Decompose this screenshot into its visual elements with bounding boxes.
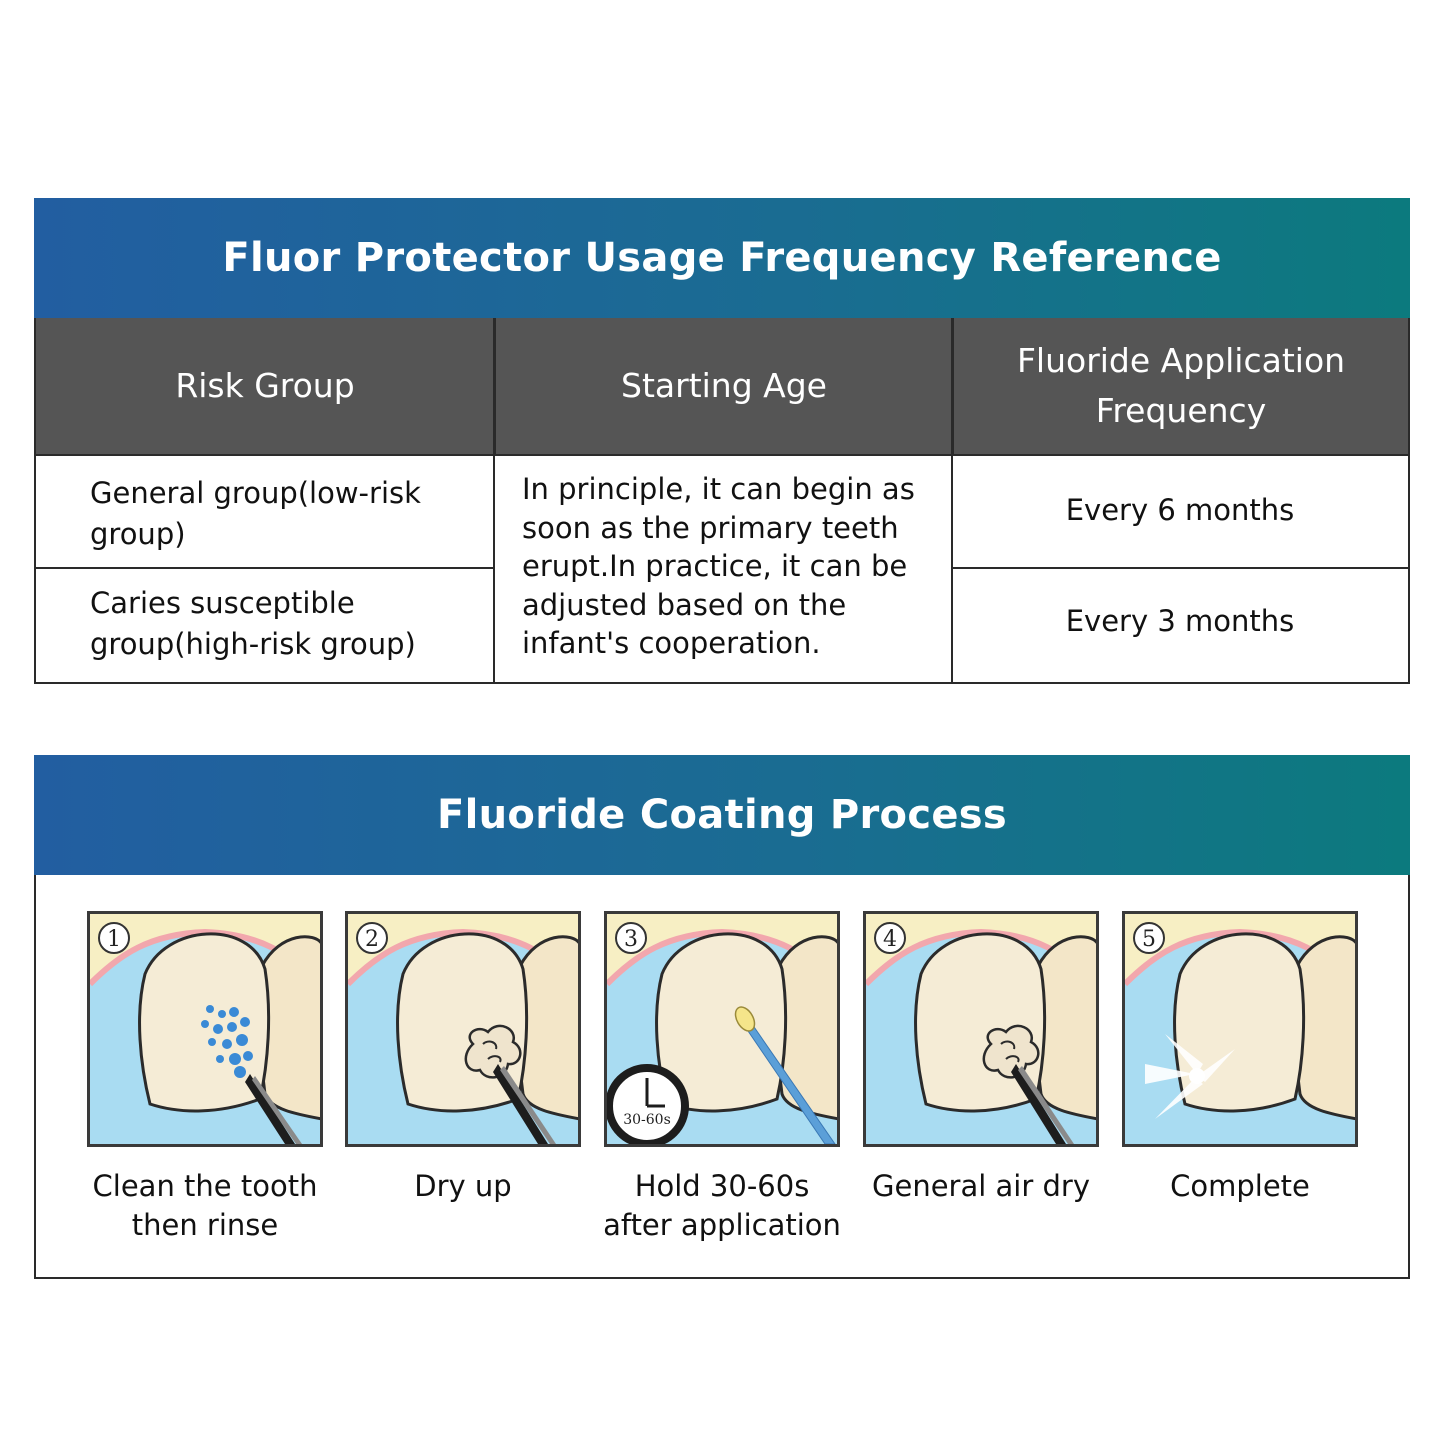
step-number-badge: 3 [615, 922, 647, 954]
step-3-illustration: 30-60s 3 [604, 911, 840, 1147]
svg-text:1: 1 [107, 927, 121, 952]
step-4-caption: General air dry [872, 1169, 1090, 1203]
step-2-caption: Dry up [414, 1169, 512, 1203]
timer-icon: 30-60s [607, 1064, 689, 1144]
step-1-illustration: 1 [87, 911, 323, 1147]
svg-text:2: 2 [365, 927, 379, 952]
step-5-illustration: 5 [1122, 911, 1358, 1147]
coating-process-title: Fluoride Coating Process [437, 792, 1007, 838]
starting-age-text: In principle, it can begin as soon as th… [522, 472, 915, 660]
row-divider [36, 567, 494, 569]
row-general-risk-group: General group(low-risk group) [90, 476, 421, 551]
step-4-illustration: 4 [863, 911, 1099, 1147]
svg-text:30-60s: 30-60s [623, 1112, 671, 1128]
usage-frequency-table: Risk Group Starting Age Fluoride Applica… [34, 318, 1410, 684]
row-divider [952, 567, 1408, 569]
sparkle-icon [1145, 1034, 1235, 1119]
process-step-4: 4 General air dry [863, 911, 1099, 1206]
svg-text:5: 5 [1142, 927, 1156, 952]
svg-text:4: 4 [883, 927, 897, 952]
row-general-frequency: Every 6 months [1065, 493, 1295, 527]
step-1-caption: Clean the tooth then rinse [92, 1169, 318, 1242]
column-divider [493, 318, 495, 682]
step-number-badge: 5 [1133, 922, 1165, 954]
coating-process-steps: 1 Clean the tooth then rinse 2 [34, 875, 1410, 1279]
row-caries-risk-group: Caries susceptible group(high-risk group… [90, 586, 416, 661]
step-number-badge: 2 [356, 922, 388, 954]
header-divider [36, 454, 1408, 456]
step-5-caption: Complete [1170, 1169, 1310, 1203]
step-number-badge: 4 [874, 922, 906, 954]
row-caries-frequency: Every 3 months [1065, 604, 1295, 638]
coating-process-title-banner: Fluoride Coating Process [34, 755, 1410, 875]
usage-frequency-title-banner: Fluor Protector Usage Frequency Referenc… [34, 198, 1410, 318]
header-frequency: Fluoride Application Frequency [952, 318, 1408, 454]
process-step-3: 30-60s 3 Hold 30-60s after application [603, 911, 841, 1245]
process-step-5: 5 Complete [1122, 911, 1358, 1206]
usage-frequency-title: Fluor Protector Usage Frequency Referenc… [222, 235, 1222, 281]
header-frequency-line1: Fluoride Application [1016, 341, 1346, 380]
step-3-caption: Hold 30-60s after application [603, 1169, 841, 1242]
step-number-badge: 1 [98, 922, 130, 954]
header-risk-group: Risk Group [36, 318, 494, 454]
column-divider [951, 318, 953, 682]
header-starting-age: Starting Age [494, 318, 952, 454]
step-2-illustration: 2 [345, 911, 581, 1147]
svg-text:3: 3 [624, 927, 638, 952]
header-frequency-line2: Frequency [1095, 391, 1267, 430]
process-step-1: 1 Clean the tooth then rinse [87, 911, 323, 1245]
process-step-2: 2 Dry up [345, 911, 581, 1206]
